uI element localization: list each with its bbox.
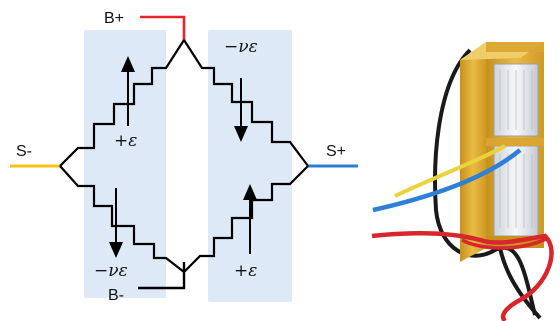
upper-right-arrow-down-icon [234, 78, 248, 142]
transducer-photo [371, 42, 554, 321]
upper-right-strain-label: −νε [224, 37, 258, 57]
b-plus-wire [140, 15, 186, 40]
lower-right-gauge-arm [183, 165, 309, 273]
lower-right-arrow-up-icon [243, 184, 257, 254]
bridge-diagram: B+ B- S- S+ +ε −νε −νε +ε [10, 10, 358, 304]
b-minus-label: B- [108, 287, 124, 304]
upper-left-arrow-up-icon [121, 56, 135, 126]
s-minus-label: S- [16, 143, 32, 160]
right-arm-panel [208, 30, 292, 302]
tape-band-top [486, 42, 544, 52]
blue-wire [372, 148, 522, 213]
lower-right-strain-label: +ε [234, 261, 257, 281]
red-wire-wrap [461, 236, 549, 250]
black-wire-lower [498, 247, 542, 320]
lower-left-strain-label: −νε [94, 261, 128, 281]
upper-left-gauge-arm [59, 39, 185, 167]
s-plus-label: S+ [326, 143, 346, 160]
foil-grid-lines [499, 70, 533, 228]
yellow-wire [394, 144, 506, 198]
b-plus-label: B+ [104, 10, 124, 27]
transducer-side-face [460, 42, 486, 262]
upper-left-strain-label: +ε [114, 131, 137, 151]
red-wire [371, 231, 554, 321]
lower-left-arrow-down-icon [109, 188, 123, 258]
black-wire [433, 48, 537, 316]
tape-band-middle [486, 138, 544, 146]
lower-left-gauge-arm [59, 165, 185, 273]
left-arm-panel [84, 30, 166, 298]
